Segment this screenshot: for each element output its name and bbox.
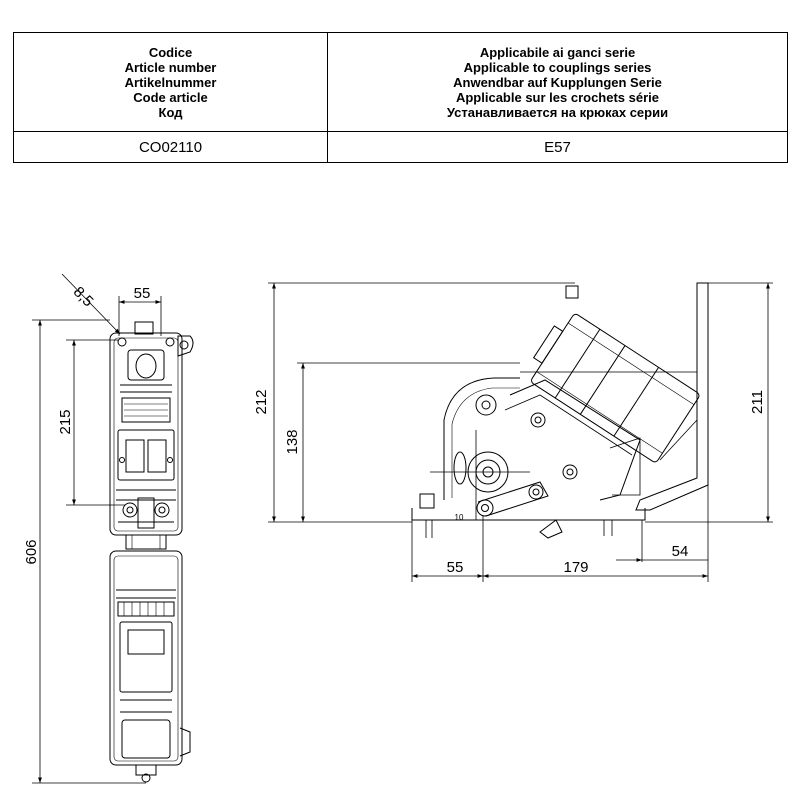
series-en: Applicable to couplings series: [463, 59, 652, 75]
specification-table: Codice Article number Artikelnummer Code…: [13, 32, 788, 163]
width-55-label: 55: [134, 285, 151, 302]
header-it: Codice: [148, 44, 193, 60]
height-606-label: 606: [23, 539, 40, 564]
header-en: Article number: [124, 59, 217, 75]
length-55-label: 55: [447, 559, 464, 576]
height-212-label: 212: [253, 389, 270, 414]
lower-lug: [179, 727, 191, 757]
series-ru: Устанавливается на крюках серии: [446, 104, 669, 120]
length-54-label: 54: [672, 543, 689, 560]
side-dimensions: [268, 282, 773, 582]
lug-hole: [179, 340, 189, 350]
side-view: [411, 282, 709, 539]
release-lever: [539, 519, 563, 539]
series-it: Applicabile ai ganci serie: [479, 44, 636, 60]
front-dimensions: [32, 273, 162, 784]
cylinder: [531, 313, 700, 463]
top-socket: [134, 321, 154, 335]
series-fr: Applicable sur les crochets série: [455, 89, 660, 105]
header-fr: Code article: [133, 89, 208, 105]
small-10-label: 10: [455, 513, 464, 522]
height-215-label: 215: [57, 409, 74, 434]
bottom-nozzle: [135, 764, 157, 776]
lower-body: [119, 621, 173, 693]
link-rod: [477, 481, 549, 517]
series-header-lines: Applicabile ai ganci serie Applicable to…: [328, 45, 787, 120]
centre-marks: [430, 430, 530, 520]
series-value-cell: E57: [327, 131, 788, 163]
mounting-lug: [177, 335, 194, 357]
height-138-label: 138: [284, 429, 301, 454]
neck: [125, 534, 167, 550]
article-code-cell: CO02110: [13, 131, 328, 163]
article-number-header: Codice Article number Artikelnummer Code…: [13, 32, 328, 132]
header-ru: Код: [158, 104, 183, 120]
valve-block: [117, 429, 175, 481]
hub-housing: [443, 377, 520, 500]
base-bolt: [419, 493, 435, 509]
header-de: Artikelnummer: [124, 74, 217, 90]
upper-pivot: [475, 394, 497, 416]
base-plate: [411, 508, 646, 521]
mounting-bracket: [635, 282, 709, 511]
lower-housing: [109, 550, 183, 766]
series-de: Anwendbar auf Kupplungen Serie: [453, 74, 662, 90]
chamfer-label: 8,5: [70, 283, 97, 310]
length-179-label: 179: [563, 559, 588, 576]
front-view: [109, 321, 194, 783]
article-number-header-lines: Codice Article number Artikelnummer Code…: [14, 45, 327, 120]
height-211-label: 211: [749, 390, 766, 414]
cylinder-fitting: [565, 285, 579, 299]
